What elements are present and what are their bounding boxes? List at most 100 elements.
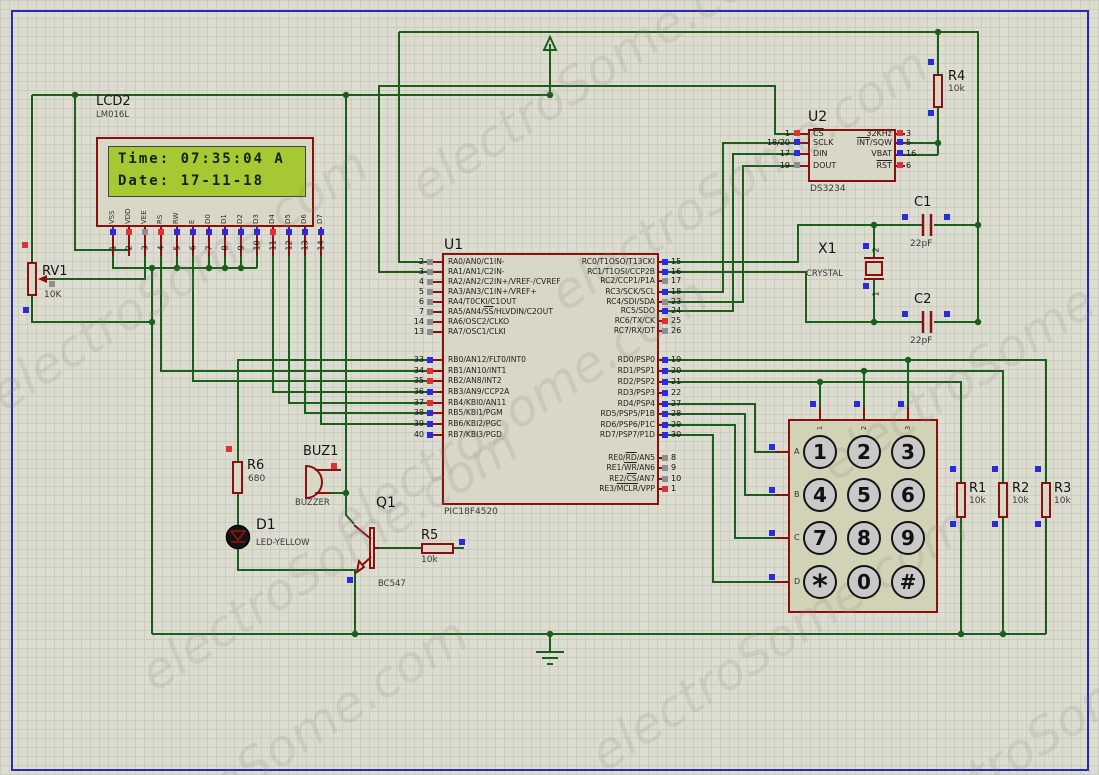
- u1-pin-26: [662, 328, 668, 334]
- pin-terminal: [769, 530, 775, 536]
- u1-part: PIC18F4520: [444, 507, 498, 517]
- u1-pin-number: 17: [671, 276, 681, 285]
- keypad-key-3[interactable]: 3: [891, 435, 925, 469]
- u2-pin-number: 3: [906, 129, 911, 138]
- pin-terminal: [23, 307, 29, 313]
- u2-part: DS3234: [810, 184, 846, 194]
- u1-pin-lead: [433, 261, 442, 263]
- lcd-pin-D6: [302, 229, 308, 235]
- u1-ref: U1: [444, 237, 463, 253]
- keypad-key-2[interactable]: 2: [847, 435, 881, 469]
- u1-pin-number: 1: [671, 484, 676, 493]
- r4-resistor[interactable]: [934, 75, 942, 107]
- buz1-buzzer[interactable]: [306, 466, 336, 498]
- u1-pin-number: 23: [671, 297, 681, 306]
- u1-pin-1: [662, 486, 668, 492]
- pin-terminal: [898, 401, 904, 407]
- u2-pin-number: 6: [906, 161, 911, 170]
- u1-pin-number: 24: [671, 306, 681, 315]
- keypad-key-5[interactable]: 5: [847, 478, 881, 512]
- u1-pin-13: [427, 329, 433, 335]
- pin-terminal: [950, 521, 956, 527]
- keypad-key-4[interactable]: 4: [803, 478, 837, 512]
- u1-pin-lead: [433, 380, 442, 382]
- u2-pin-17: [794, 150, 800, 156]
- u1-pin-label: RD7/PSP7/P1D: [462, 430, 655, 439]
- r5-ref: R5: [421, 528, 438, 543]
- q1-transistor[interactable]: [354, 525, 379, 572]
- u1-pin-6: [427, 299, 433, 305]
- d1-led[interactable]: [227, 526, 250, 549]
- keypad-key-1[interactable]: 1: [803, 435, 837, 469]
- r3-resistor[interactable]: [1042, 483, 1050, 517]
- u1-pin-number: 6: [402, 297, 424, 306]
- u1-pin-number: 20: [671, 366, 681, 375]
- u1-pin-4: [427, 279, 433, 285]
- r5-resistor[interactable]: [422, 544, 453, 553]
- keypad-key-6[interactable]: 6: [891, 478, 925, 512]
- r6-resistor[interactable]: [233, 462, 242, 493]
- u1-pin-38: [427, 410, 433, 416]
- u1-pin-7: [427, 309, 433, 315]
- u1-pin-number: 8: [671, 453, 676, 462]
- power-arrow-icon: [544, 37, 556, 50]
- c1-value: 22pF: [910, 239, 932, 249]
- keypad-key-7[interactable]: 7: [803, 521, 837, 555]
- u1-pin-number: 37: [402, 398, 424, 407]
- lcd-pin-name: RW: [172, 194, 182, 224]
- pin-terminal: [769, 487, 775, 493]
- u1-pin-number: 10: [671, 474, 681, 483]
- u1-pin-number: 39: [402, 419, 424, 428]
- r2-ref: R2: [1012, 481, 1029, 496]
- x1-crystal[interactable]: [864, 258, 884, 279]
- lcd-pin-D0: [206, 229, 212, 235]
- pin-terminal: [992, 521, 998, 527]
- lcd-ref: LCD2: [96, 94, 131, 109]
- c2-capacitor[interactable]: [923, 311, 931, 333]
- keypad-key-*[interactable]: *: [803, 565, 837, 599]
- r2-resistor[interactable]: [999, 483, 1007, 517]
- u1-pin-9: [662, 465, 668, 471]
- lcd-pin-name: D0: [204, 194, 214, 224]
- keypad-key-8[interactable]: 8: [847, 521, 881, 555]
- u1-pin-label: RD5/PSP5/P1B: [462, 409, 655, 418]
- r4-ref: R4: [948, 69, 965, 84]
- keypad-row-label-A: A: [794, 447, 799, 456]
- lcd-pin-number: 6: [189, 235, 198, 251]
- lcd-pin-D2: [238, 229, 244, 235]
- pin-terminal: [863, 243, 869, 249]
- pin-terminal: [331, 463, 337, 469]
- u1-pin-lead: [433, 311, 442, 313]
- lcd-pin-name: D6: [300, 194, 310, 224]
- u1-pin-label: RC3/SCK/SCL: [462, 287, 655, 296]
- u1-pin-39: [427, 421, 433, 427]
- keypad-key-9[interactable]: 9: [891, 521, 925, 555]
- c2-value: 22pF: [910, 336, 932, 346]
- u1-pin-14: [427, 319, 433, 325]
- u1-pin-number: 9: [671, 463, 676, 472]
- u1-pin-lead: [433, 391, 442, 393]
- u2-pin-number: 18/20: [762, 138, 790, 147]
- pin-terminal: [854, 401, 860, 407]
- keypad-key-#[interactable]: #: [891, 565, 925, 599]
- u1-pin-24: [662, 308, 668, 314]
- u1-pin-34: [427, 368, 433, 374]
- r6-ref: R6: [247, 458, 264, 473]
- u1-pin-36: [427, 389, 433, 395]
- u1-pin-3: [427, 269, 433, 275]
- lcd-pin-name: D3: [252, 194, 262, 224]
- pin-terminal: [49, 281, 55, 287]
- r1-ref: R1: [969, 481, 986, 496]
- r1-resistor[interactable]: [957, 483, 965, 517]
- c1-capacitor[interactable]: [923, 214, 931, 236]
- u1-pin-number: 28: [671, 409, 681, 418]
- keypad-key-0[interactable]: 0: [847, 565, 881, 599]
- lcd-pin-RS: [158, 229, 164, 235]
- lcd-pin-number: 10: [253, 235, 262, 251]
- d1-part: LED-YELLOW: [256, 538, 310, 548]
- u2-pin-18/20: [794, 139, 800, 145]
- pin-terminal: [944, 311, 950, 317]
- u1-pin-lead: [433, 423, 442, 425]
- u1-pin-lead: [433, 359, 442, 361]
